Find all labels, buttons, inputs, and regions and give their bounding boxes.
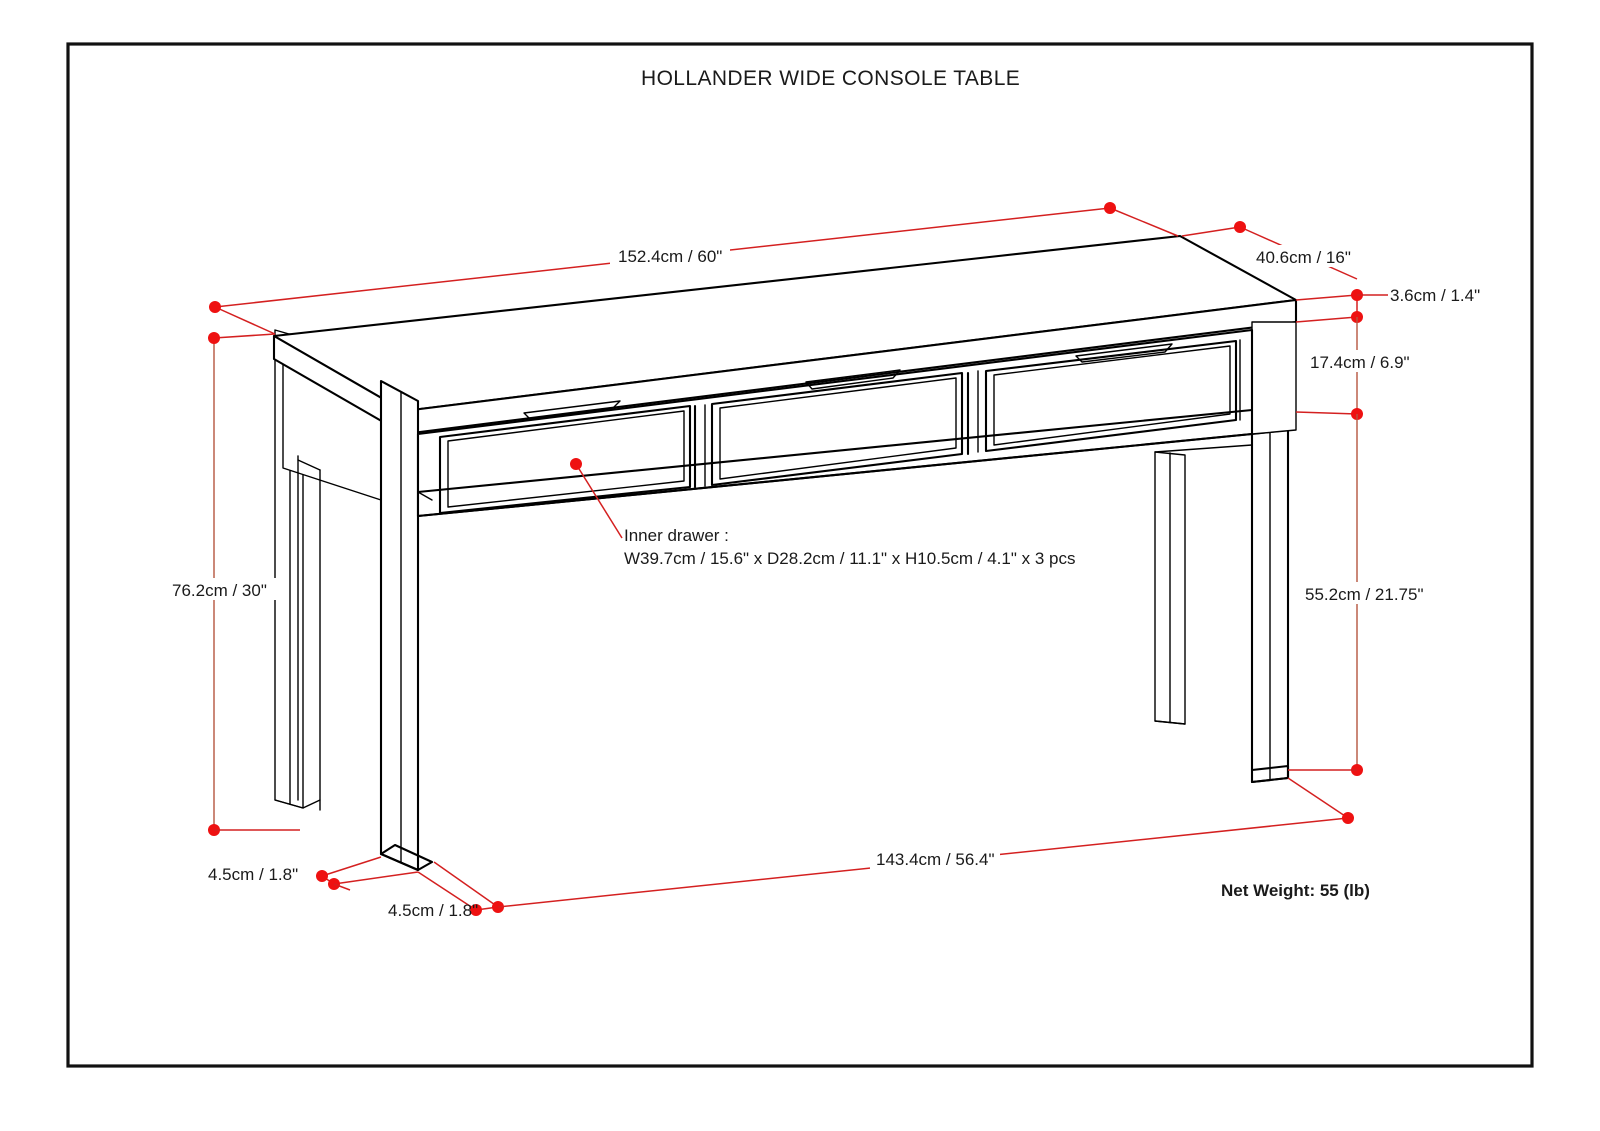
leg-front-left [379,379,420,872]
dim-dot-top-width-left [209,301,221,313]
dim-dot-inner-drawer [570,458,582,470]
dim-dot-legwidth-front-a [470,904,482,916]
dim-dot-top-width-right [1104,202,1116,214]
dim-label-base-width: 143.4cm / 56.4" [876,850,995,869]
sheet-border [66,42,1534,1068]
dim-label-bg-top-depth [1250,245,1360,267]
dim-label-bg-base-width [870,847,1000,869]
drawer-bank-bottom-rail [416,408,1254,494]
right-side-apron [1251,321,1297,435]
inner-drawer-label: Inner drawer : [624,526,729,545]
net-weight-label: Net Weight: 55 (lb) [1221,881,1370,900]
drawer-left-panel [447,410,685,508]
dim-leader-legwidth-left [333,883,351,891]
console-table-illustration [272,234,1298,872]
dim-label-bg-drawer-height [1305,350,1417,372]
dim-label-legwidth-front: 4.5cm / 1.8" [388,901,478,920]
leader-inner-drawer [575,463,623,539]
drawer-left-handle [523,400,621,420]
leg-rear-right-foot [1154,720,1186,725]
dim-dot-height-top [208,332,220,344]
drawer-middle-face [710,371,964,487]
leg-rear-left-foot [274,799,321,809]
dim-dot-top-depth [1234,221,1246,233]
ext-legwidth-front-a [417,871,477,911]
drawer-right-handle [1075,343,1173,363]
ext-top-width-left [214,306,276,335]
ext-top-depth-a [1181,226,1241,237]
dim-label-drawer-height: 17.4cm / 6.9" [1310,353,1410,372]
ext-thickness-top [1295,294,1358,301]
drawer-left-face [438,404,692,515]
ext-height-top [213,333,276,339]
ext-thickness-bottom [1295,316,1358,323]
drawer-middle-panel [719,377,957,480]
drawer-middle-handle [805,369,901,390]
dimension-annotations: 152.4cm / 60" 40.6cm / 16" 3.6cm / 1.4" … [168,202,1480,920]
leg-front-left-foot [379,843,434,872]
dim-label-legwidth-left: 4.5cm / 1.8" [208,865,298,884]
left-rail-joint [417,491,433,501]
dim-label-bg-overall-height [168,578,284,600]
ext-drawer-bottom [1295,411,1358,415]
ext-top-width-right [1109,207,1179,237]
ext-legwidth-left-b [333,871,419,885]
ext-legwidth-left-a [321,856,382,877]
dim-label-top-depth: 40.6cm / 16" [1256,248,1351,267]
dim-label-leg-clearance: 55.2cm / 21.75" [1305,585,1424,604]
dim-label-bg-leg-clearance [1300,582,1420,604]
drawer-right-face [984,339,1238,453]
dim-label-overall-height: 76.2cm / 30" [172,581,267,600]
drawer-bank-lower-edge [416,432,1254,518]
dim-label-bg-top-width [610,244,730,266]
ext-base-width-right [1287,777,1349,819]
leg-front-right-foot [1250,764,1290,784]
dim-label-thickness: 3.6cm / 1.4" [1390,286,1480,305]
dim-dot-base-width-right [1342,812,1354,824]
page-title: HOLLANDER WIDE CONSOLE TABLE [641,67,1020,90]
rear-rail-right [1154,444,1253,453]
left-side-apron-bottom [297,459,321,471]
inner-drawer-spec: W39.7cm / 15.6" x D28.2cm / 11.1" x H10.… [624,549,1075,568]
ext-legwidth-front-b [433,861,499,908]
dim-label-top-width: 152.4cm / 60" [618,247,722,266]
drawer-right-panel [993,345,1231,446]
dim-dot-legwidth-left-a [316,870,328,882]
